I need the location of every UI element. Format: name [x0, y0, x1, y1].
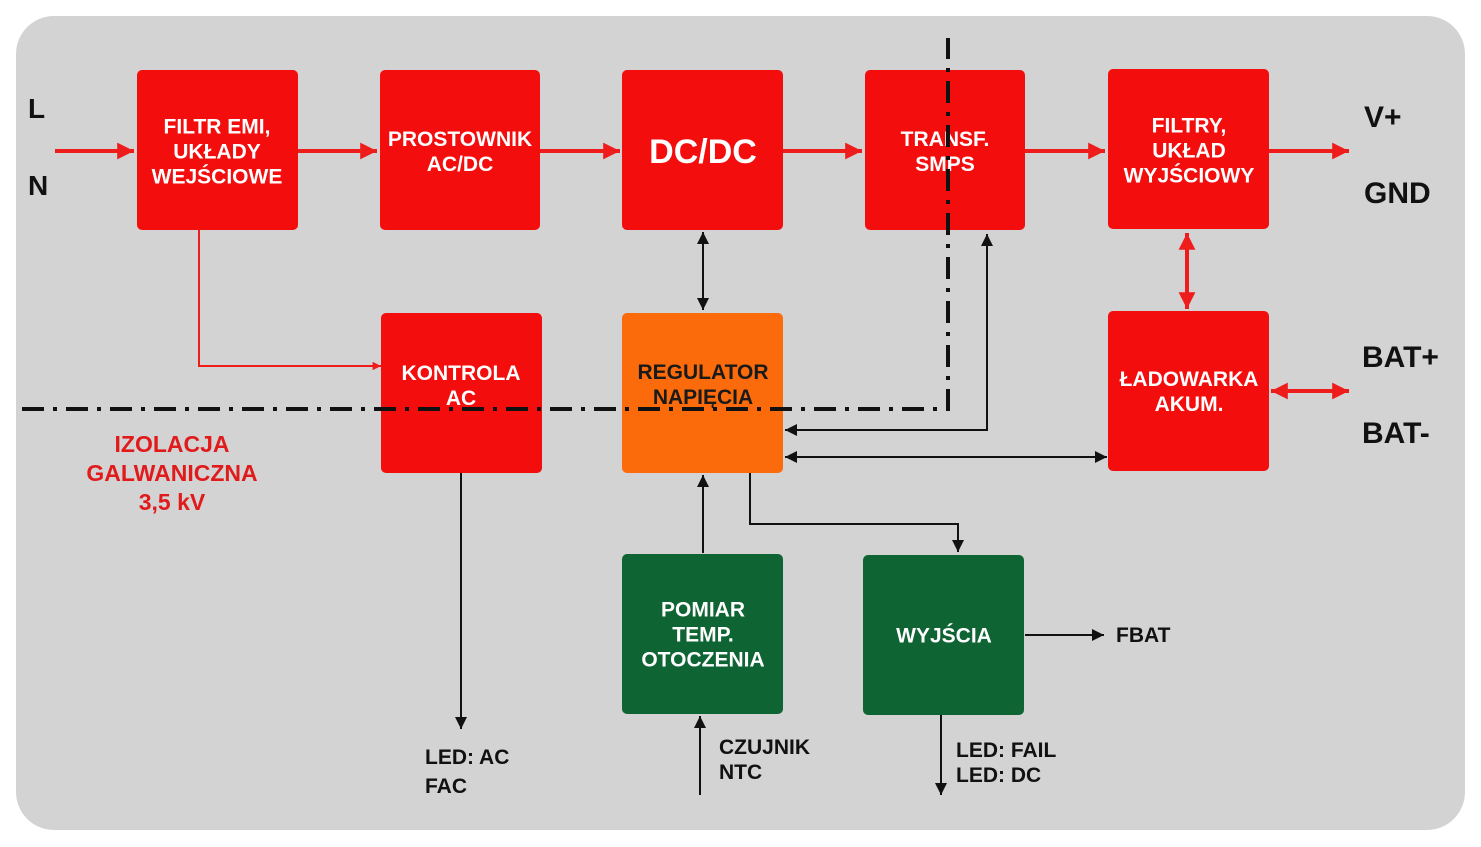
- input-n-label: N: [28, 170, 48, 201]
- signal-path-arrows: [455, 232, 1107, 795]
- output-bat-minus-label: BAT-: [1362, 417, 1430, 450]
- block-regulator-label-line-1: REGULATOR: [637, 361, 768, 384]
- ntc-sensor-label-line2: NTC: [719, 761, 762, 784]
- output-vplus-label: V+: [1364, 101, 1402, 134]
- block-transformer-label-line-2: SMPS: [915, 153, 975, 176]
- fac-label: FAC: [425, 775, 467, 798]
- block-charger-label-line-2: AKUM.: [1155, 393, 1224, 416]
- block-transformer-label: TRANSF.SMPS: [901, 128, 990, 176]
- block-charger-label-line-1: ŁADOWARKA: [1120, 368, 1259, 391]
- led-fail-label: LED: FAIL: [956, 739, 1056, 762]
- block-output-filters-label-line-3: WYJŚCIOWY: [1124, 163, 1255, 187]
- block-ac-control-label-line-2: AC: [446, 387, 476, 410]
- block-output-filters-label-line-1: FILTRY,: [1152, 114, 1227, 137]
- block-regulator-label-line-2: NAPIĘCIA: [653, 386, 753, 409]
- block-emi-filter-label-line-3: WEJŚCIOWE: [152, 164, 283, 188]
- led-dc-label: LED: DC: [956, 764, 1041, 787]
- isolation-note-line-1: IZOLACJA: [115, 431, 230, 457]
- block-output-filters-label-line-2: UKŁAD: [1152, 139, 1226, 162]
- input-l-label: L: [28, 93, 45, 124]
- block-outputs-label-line-1: WYJŚCIA: [896, 623, 992, 647]
- power-path-arrows: [55, 142, 1349, 400]
- block-rectifier-label-line-1: PROSTOWNIK: [388, 128, 532, 151]
- block-dcdc-label-line-1: DC/DC: [649, 133, 757, 171]
- output-bat-plus-label: BAT+: [1362, 341, 1439, 374]
- fbat-label: FBAT: [1116, 624, 1171, 647]
- block-dcdc-label: DC/DC: [649, 133, 757, 171]
- isolation-note: IZOLACJA GALWANICZNA 3,5 kV: [86, 431, 257, 515]
- block-outputs: WYJŚCIA: [863, 555, 1024, 715]
- block-emi-filter-label-line-2: UKŁADY: [173, 140, 261, 163]
- block-temp-measure-label-line-1: POMIAR: [661, 598, 745, 621]
- block-rectifier-label-line-2: AC/DC: [427, 153, 494, 176]
- block-ac-control-label-line-1: KONTROLA: [402, 362, 521, 385]
- output-gnd-label: GND: [1364, 177, 1431, 210]
- block-emi-filter-label-line-1: FILTR EMI,: [164, 115, 271, 138]
- ntc-sensor-label-line1: CZUJNIK: [719, 736, 810, 759]
- block-temp-measure-label-line-3: OTOCZENIA: [641, 648, 764, 671]
- galvanic-isolation-line: [22, 38, 950, 411]
- block-transformer-label-line-1: TRANSF.: [901, 128, 990, 151]
- block-outputs-label: WYJŚCIA: [896, 623, 992, 647]
- arrow-emi-to-ac-control: [198, 230, 381, 371]
- led-ac-label: LED: AC: [425, 746, 509, 769]
- isolation-note-line-3: 3,5 kV: [139, 489, 206, 515]
- block-dcdc: DC/DC: [622, 70, 783, 230]
- arrow-transformer-to-regulator: [785, 234, 993, 436]
- arrow-regulator-to-outputs: [749, 473, 964, 552]
- block-temp-measure-label-line-2: TEMP.: [672, 623, 733, 646]
- block-transformer: TRANSF.SMPS: [865, 70, 1025, 230]
- isolation-note-line-2: GALWANICZNA: [86, 460, 257, 486]
